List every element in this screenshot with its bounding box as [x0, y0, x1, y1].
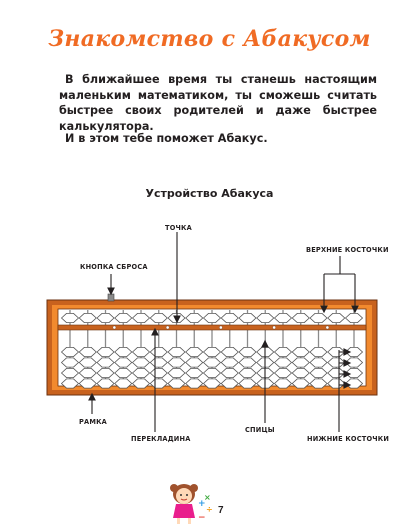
lower-bead [220, 357, 239, 368]
lower-bead [238, 368, 257, 378]
upper-bead [185, 313, 204, 323]
upper-bead [202, 313, 222, 323]
lower-bead [202, 347, 222, 357]
svg-text:+: + [198, 499, 206, 509]
page-title: Знакомство с Абакусом [48, 26, 371, 52]
lower-bead [238, 357, 257, 368]
lower-bead [309, 368, 328, 378]
lower-bead [273, 368, 293, 378]
svg-text:÷: ÷ [206, 505, 213, 514]
abacus-paragraph: И в этом тебе поможет Абакус. [65, 132, 268, 145]
intro-paragraph: В ближайшее время ты станешь настоящим м… [59, 73, 377, 133]
lower-bead [344, 378, 364, 389]
crossbar-dot [272, 325, 276, 330]
svg-text:×: × [204, 493, 211, 502]
lower-bead [291, 378, 310, 389]
lower-bead [185, 347, 204, 357]
lower-bead [78, 347, 97, 357]
lower-bead [344, 357, 364, 368]
crossbar [57, 324, 367, 331]
girl-mascot-icon: + × ÷ − [170, 484, 213, 524]
lower-bead [167, 357, 186, 368]
lower-bead [309, 378, 328, 389]
upper-bead [60, 313, 80, 323]
upper-bead [256, 313, 275, 323]
lower-bead [114, 368, 133, 378]
label-crossbar: ПЕРЕКЛАДИНА [131, 435, 191, 443]
upper-bead [220, 313, 239, 323]
lower-bead [60, 368, 80, 378]
label-lower-beads: НИЖНИЕ КОСТОЧКИ [307, 435, 390, 443]
lower-bead [309, 357, 328, 368]
lower-bead [167, 378, 186, 389]
diagram-title: Устройство Абакуса [145, 187, 274, 200]
upper-bead [344, 313, 364, 323]
lower-bead [167, 368, 186, 378]
lower-bead [131, 368, 151, 378]
lower-bead [96, 378, 115, 389]
lower-bead [185, 357, 204, 368]
upper-bead [114, 313, 133, 323]
lower-bead [60, 378, 80, 389]
lower-bead [60, 357, 80, 368]
lower-bead [291, 347, 310, 357]
crossbar-dot [165, 325, 170, 330]
upper-bead [96, 313, 115, 323]
lower-bead [202, 378, 222, 389]
lower-bead [291, 368, 310, 378]
lower-bead [114, 347, 133, 357]
lower-bead [96, 357, 115, 368]
lower-bead [131, 347, 151, 357]
lower-bead [220, 368, 239, 378]
upper-bead [309, 313, 328, 323]
upper-bead [78, 313, 97, 323]
label-upper-beads: ВЕРХНИЕ КОСТОЧКИ [306, 246, 389, 254]
lower-bead [114, 378, 133, 389]
lower-bead [96, 368, 115, 378]
upper-bead [131, 313, 151, 323]
crossbar-dot [219, 325, 223, 330]
upper-bead [238, 313, 257, 323]
label-reset-button: КНОПКА СБРОСА [80, 263, 148, 271]
crossbar-dot [112, 325, 117, 330]
lower-bead [291, 357, 310, 368]
dots-group [112, 325, 330, 330]
upper-bead [327, 313, 346, 323]
upper-bead [149, 313, 168, 323]
upper-bead [273, 313, 293, 323]
label-frame: РАМКА [79, 418, 107, 426]
lower-bead [344, 368, 364, 378]
lower-bead [309, 347, 328, 357]
svg-text:−: − [198, 513, 206, 523]
lower-bead [114, 357, 133, 368]
lower-bead [78, 357, 97, 368]
lower-bead [78, 368, 97, 378]
lower-bead [220, 347, 239, 357]
lower-bead [273, 347, 293, 357]
upper-bead [291, 313, 310, 323]
lower-bead [78, 378, 97, 389]
lower-bead [344, 347, 364, 357]
lower-bead [167, 347, 186, 357]
lower-bead [273, 357, 293, 368]
lower-bead [131, 378, 151, 389]
lower-bead [185, 378, 204, 389]
lower-bead [273, 378, 293, 389]
lower-bead [96, 347, 115, 357]
lower-bead [238, 378, 257, 389]
page-number: 7 [218, 505, 224, 516]
lower-bead [238, 347, 257, 357]
lower-bead [220, 378, 239, 389]
label-rods: СПИЦЫ [245, 426, 275, 434]
crossbar-dot [325, 325, 330, 330]
lower-bead [202, 368, 222, 378]
lower-bead [60, 347, 80, 357]
lower-bead [202, 357, 222, 368]
lower-bead [131, 357, 151, 368]
label-dot: ТОЧКА [165, 224, 192, 232]
beads-group [60, 313, 364, 389]
lower-bead [185, 368, 204, 378]
